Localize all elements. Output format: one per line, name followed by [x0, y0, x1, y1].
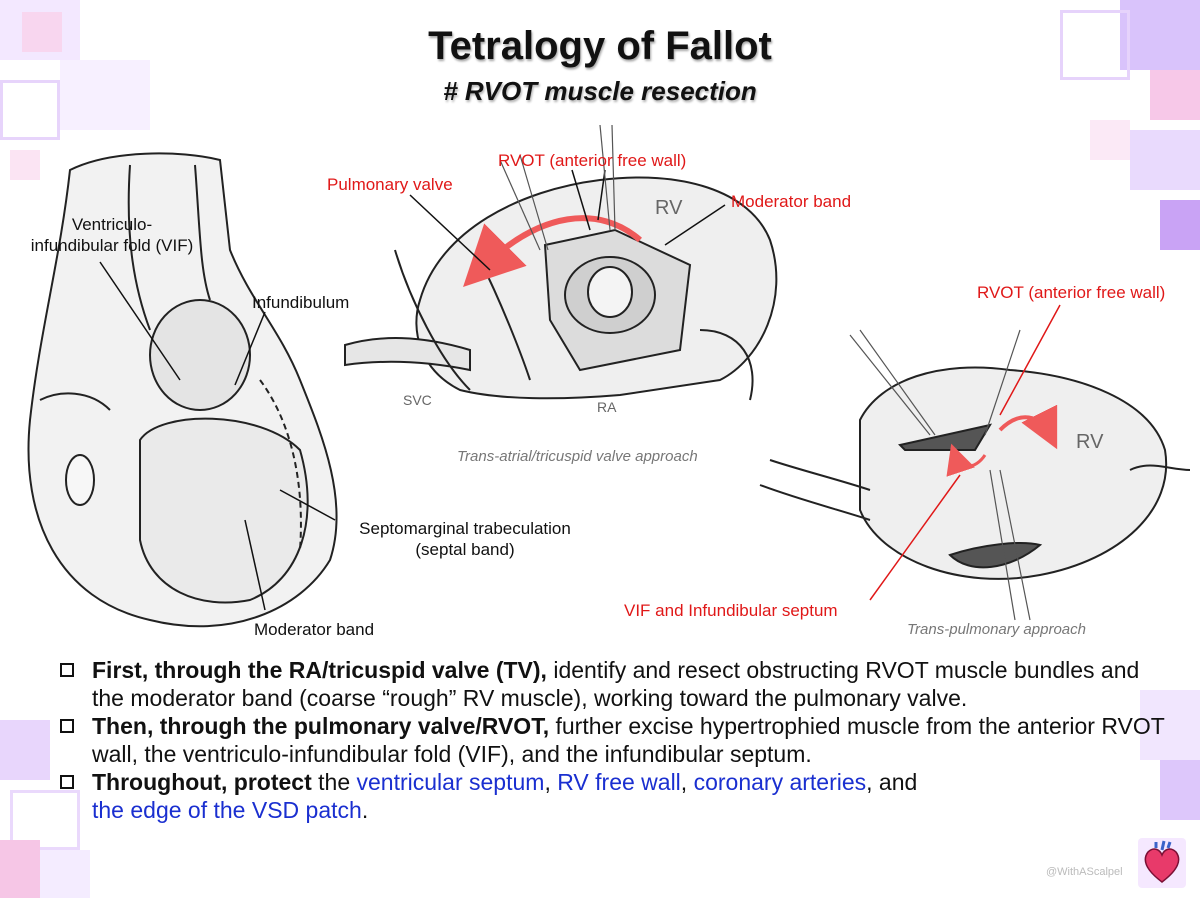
center-red-arrow [463, 215, 642, 287]
caption-center: Trans-atrial/tricuspid valve approach [457, 448, 698, 465]
label-vif-septum: VIF and Infundibular septum [624, 601, 838, 620]
center-retractors [499, 124, 616, 251]
bullet-item-2: Then, through the pulmonary valve/RVOT, … [56, 712, 1166, 768]
label-ra: RA [597, 399, 617, 415]
left-heart-illustration [27, 152, 338, 628]
bullet-list: First, through the RA/tricuspid valve (T… [56, 656, 1166, 824]
page-title: Tetralogy of Fallot [428, 24, 772, 68]
bullet-1-text: identify and resect obstructing RVOT mus… [92, 657, 1140, 711]
right-heart-illustration [759, 366, 1191, 580]
left-leader-lines [99, 261, 336, 611]
bullet-2-text: further excise hypertrophied muscle from… [92, 713, 1165, 767]
label-infundibulum: Infundibulum [252, 293, 350, 312]
center-heart-illustration [344, 176, 778, 401]
right-red-arrow-small [946, 443, 987, 477]
heart-logo-icon [1138, 838, 1186, 888]
bullet-3-vsd-patch-edge: the edge of the VSD patch [92, 797, 362, 823]
page-subtitle: # RVOT muscle resection [443, 76, 757, 106]
label-rv-right: RV [1076, 431, 1104, 453]
checkbox-square-icon [60, 775, 74, 789]
bullet-3-text-e: . [361, 797, 369, 823]
right-retractors [849, 329, 1031, 621]
bullet-3-text-d: , and [866, 769, 918, 795]
label-septomarginal: Septomarginal trabeculation (septal band… [359, 519, 571, 559]
label-moderator-center: Moderator band [731, 192, 852, 211]
bullet-item-3: Throughout, protect the ventricular sept… [56, 768, 1166, 824]
bullet-3-bold: Throughout, protect [92, 769, 312, 795]
bullet-3-text-a: the [311, 769, 357, 795]
checkbox-square-icon [60, 719, 74, 733]
caption-right: Trans-pulmonary approach [907, 621, 1086, 638]
label-rvot-right: RVOT (anterior free wall) [977, 283, 1166, 302]
label-vif: Ventriculo- infundibular fold (VIF) [30, 215, 194, 255]
right-red-leaders [869, 304, 1061, 601]
label-moderator-left: Moderator band [254, 620, 375, 639]
bullet-3-ventricular-septum: ventricular septum [356, 769, 545, 795]
bullet-2-bold: Then, through the pulmonary valve/RVOT, [92, 713, 550, 739]
label-svc: SVC [403, 392, 432, 408]
label-rv-center: RV [655, 197, 683, 219]
checkbox-square-icon [60, 663, 74, 677]
label-pulmonary-valve: Pulmonary valve [327, 175, 453, 194]
right-red-arrow [998, 404, 1058, 450]
watermark: @WithAScalpel [1046, 866, 1123, 878]
bullet-3-rv-free-wall: RV free wall [557, 769, 681, 795]
label-rvot-center: RVOT (anterior free wall) [498, 151, 687, 170]
bullet-1-bold: First, through the RA/tricuspid valve (T… [92, 657, 547, 683]
center-leader-lines [409, 169, 726, 271]
bullet-3-text-c: , [680, 769, 694, 795]
bullet-3-coronary-arteries: coronary arteries [693, 769, 867, 795]
bullet-3-text-b: , [544, 769, 558, 795]
bullet-item-1: First, through the RA/tricuspid valve (T… [56, 656, 1166, 712]
